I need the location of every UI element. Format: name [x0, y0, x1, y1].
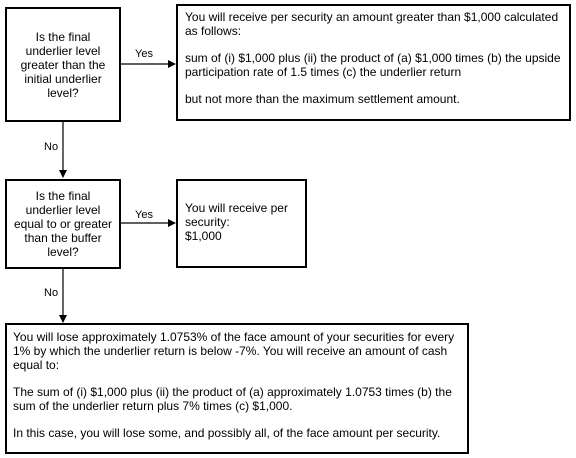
result-box-2: You will receive per security: $1,000: [176, 179, 307, 268]
yes-label-2: Yes: [135, 209, 153, 221]
result-2-text: You will receive per security:: [185, 201, 288, 229]
result-box-3: You will lose approximately 1.0753% of t…: [5, 323, 469, 454]
result-2-amount: $1,000: [185, 229, 222, 243]
result-1-intro: You will receive per security an amount …: [185, 10, 559, 38]
result-box-1: You will receive per security an amount …: [176, 4, 571, 121]
result-3-warning: In this case, you will lose some, and po…: [13, 426, 441, 440]
no-label-2: No: [44, 287, 59, 299]
decision-box-2: Is the final underlier level equal to or…: [5, 179, 121, 269]
yes-label-1: Yes: [135, 48, 153, 60]
result-3-formula: The sum of (i) $1,000 plus (ii) the prod…: [13, 385, 452, 413]
decision-2-question: Is the final underlier level equal to or…: [13, 189, 113, 259]
result-1-formula: sum of (i) $1,000 plus (ii) the product …: [185, 51, 561, 79]
decision-1-question: Is the final underlier level greater tha…: [20, 29, 106, 100]
no-label-1: No: [44, 141, 59, 153]
decision-box-1: Is the final underlier level greater tha…: [5, 7, 121, 122]
result-1-cap: but not more than the maximum settlement…: [185, 92, 460, 106]
result-3-loss: You will lose approximately 1.0753% of t…: [13, 330, 455, 372]
